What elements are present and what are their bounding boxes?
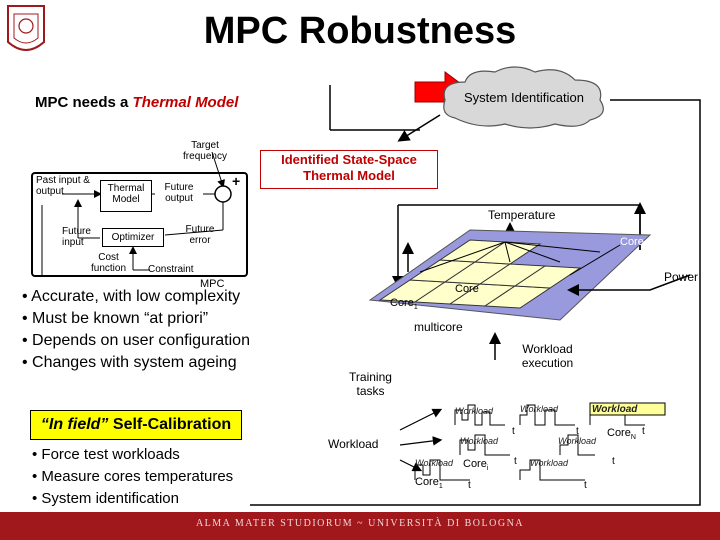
mpc-block-border <box>31 172 248 277</box>
core-grid <box>378 239 582 309</box>
bullet-item: Depends on user configuration <box>22 330 250 352</box>
workload-timelines <box>414 404 645 481</box>
calib-bullet-item: Force test workloads <box>32 444 233 466</box>
bullet-item: Accurate, with low complexity <box>22 286 250 308</box>
power-label: Power <box>664 270 699 284</box>
state-space-model-box: Identified State-Space Thermal Model <box>260 150 438 189</box>
footer-text: ALMA MATER STUDIORUM ~ UNIVERSITÀ DI BOL… <box>195 518 525 529</box>
future-input-label: Future input <box>62 226 91 248</box>
multicore-label: multicore <box>414 320 463 334</box>
bullet-list: Accurate, with low complexity Must be kn… <box>22 286 250 374</box>
calib-italic: “In field” <box>40 416 109 433</box>
core-1-label: Core1 <box>390 297 418 312</box>
subtitle-prefix: MPC needs a <box>35 94 129 111</box>
time-label: t <box>584 480 587 491</box>
constraint-label: Constraint <box>148 264 194 275</box>
self-calibration-banner: “In field” Self-Calibration <box>30 410 242 440</box>
workload-tag: Workload <box>558 436 597 446</box>
feedback-line <box>250 99 701 506</box>
diagram-canvas <box>31 66 701 506</box>
university-seal-logo <box>7 5 45 51</box>
core-n-label: CoreN <box>607 427 636 442</box>
calib-bullet-item: Measure cores temperatures <box>32 466 233 488</box>
workload-label: Workload <box>328 437 379 451</box>
training-tasks-label: Training tasks <box>349 370 392 398</box>
target-frequency-label: Target frequency <box>183 140 227 162</box>
system-identification-label: System Identification <box>464 90 584 105</box>
workload-tag: Workload <box>520 404 559 414</box>
optimizer-block: Optimizer <box>102 228 164 247</box>
workload-big-tag: Workload <box>592 404 638 415</box>
footer-bar <box>0 512 720 540</box>
subtitle-emphasis: Thermal Model <box>132 94 239 111</box>
bullet-item: Must be known “at priori” <box>22 308 250 330</box>
past-io-label: Past input & output <box>36 175 90 197</box>
core-1-workload-label: Core1 <box>415 476 443 491</box>
bullet-item: Changes with system ageing <box>22 352 250 374</box>
summing-junction-icon <box>214 185 232 203</box>
to-state-space-arrow <box>397 114 441 142</box>
time-label: t <box>576 426 579 437</box>
subtitle: MPC needs a Thermal Model <box>35 94 238 111</box>
time-label: t <box>512 426 515 437</box>
calib-bullet-list: Force test workloads Measure cores tempe… <box>32 444 233 510</box>
future-output-label: Future output <box>155 182 203 204</box>
workload-tag: Workload <box>455 406 494 416</box>
temperature-label: Temperature <box>488 208 556 222</box>
plus-sign: + <box>232 173 241 189</box>
core-n-top-label: CoreN <box>620 236 649 251</box>
time-label: t <box>612 456 615 467</box>
time-label: t <box>642 426 645 437</box>
time-label: t <box>468 480 471 491</box>
cloud-icon <box>443 66 604 129</box>
workload-tag: Workload <box>530 458 569 468</box>
slide-title: MPC Robustness <box>203 10 517 52</box>
thermal-model-block: Thermal Model <box>100 180 152 212</box>
core-i-label: Corei <box>463 458 489 473</box>
calib-bullet-item: System identification <box>32 488 233 510</box>
core-center-label: Core <box>455 283 479 295</box>
workload-execution-label: Workload execution <box>521 342 574 370</box>
workload-tag: Workload <box>460 436 499 446</box>
workload-tag: Workload <box>415 458 454 468</box>
future-error-label: Future error <box>185 224 215 246</box>
calib-rest: Self-Calibration <box>112 416 232 433</box>
cost-function-label: Cost function <box>90 252 127 274</box>
time-label: t <box>514 456 517 467</box>
